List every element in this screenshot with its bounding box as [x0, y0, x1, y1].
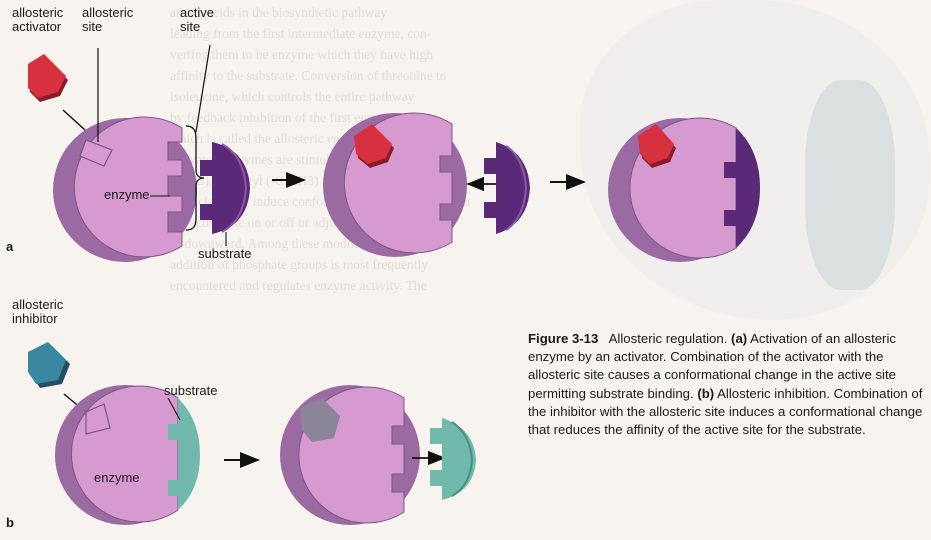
- label-allosteric-site: allosteric site: [82, 6, 133, 34]
- label-substrate: substrate: [164, 384, 217, 398]
- label-enzyme: enzyme: [94, 471, 140, 485]
- substrate-shape: [430, 418, 476, 500]
- label-allosteric-inhibitor: allosteric inhibitor: [12, 298, 63, 326]
- figure-number: Figure 3-13: [528, 331, 598, 346]
- substrate-shape: [484, 142, 530, 234]
- allosteric-inhibitor-icon: [28, 342, 70, 388]
- label-active-site: active site: [180, 6, 214, 34]
- substrate-shape: [200, 142, 250, 234]
- enzyme-substrate-complex: [608, 118, 760, 262]
- figure-caption: Figure 3-13 Allosteric regulation. (a) A…: [528, 330, 928, 439]
- caption-part-b-label: (b): [697, 386, 714, 401]
- label-substrate: substrate: [198, 247, 251, 261]
- pointer-line: [196, 45, 210, 132]
- enzyme-shape: [280, 385, 420, 525]
- panel-letter-a: a: [6, 240, 13, 254]
- panel-letter-b: b: [6, 516, 14, 530]
- label-enzyme: enzyme: [104, 188, 150, 202]
- allosteric-activator-icon: [28, 54, 68, 102]
- caption-title: Allosteric regulation.: [609, 331, 728, 346]
- label-allosteric-activator: allosteric activator: [12, 6, 63, 34]
- enzyme-shape: [55, 385, 200, 525]
- caption-part-a-label: (a): [731, 331, 747, 346]
- enzyme-shape: [323, 113, 467, 257]
